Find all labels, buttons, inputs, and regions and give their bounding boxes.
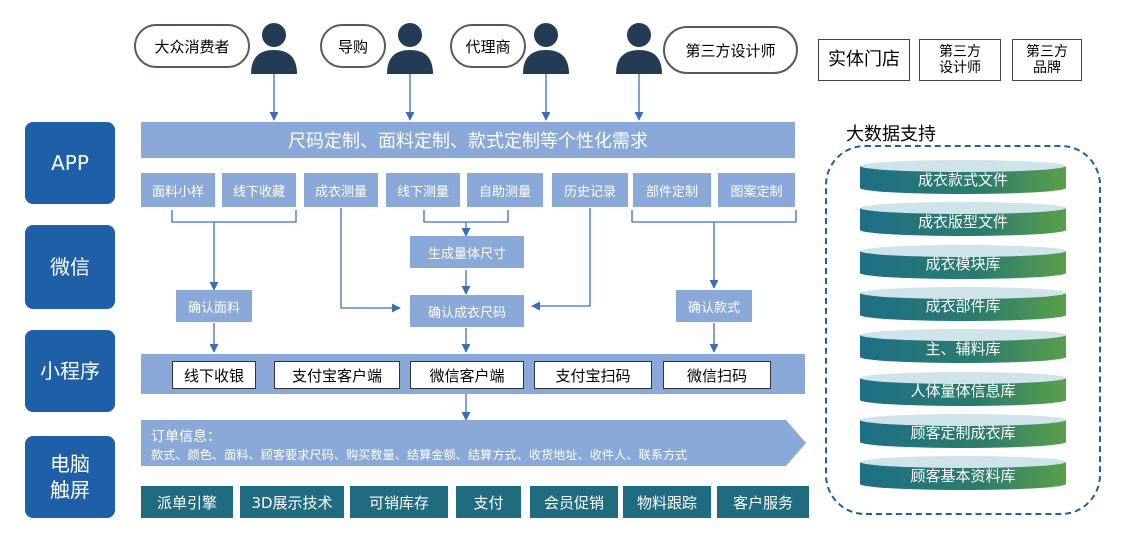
- partner-third-party-designer: 第三方 设计师: [919, 39, 1001, 81]
- role-guide: 导购: [320, 24, 386, 68]
- person-icon: [523, 23, 569, 74]
- person-icon: [387, 23, 433, 74]
- cylinder-shape: [860, 456, 1066, 491]
- database-label: 主、辅料库: [925, 339, 1001, 358]
- cylinder-shape: [860, 244, 1066, 279]
- order-info-band: 订单信息： 款式、颜色、面料、顾客要求尺码、购买数量、结算金额、结算方式、收货地…: [141, 420, 806, 466]
- database-cylinder: 顾客基本资料库: [860, 456, 1066, 491]
- database-cylinder: 顾客定制成衣库: [860, 413, 1066, 448]
- cylinder-shape: [860, 413, 1066, 448]
- partner-physical-store: 实体门店: [818, 39, 910, 81]
- feature-garment-measure: 成衣测量: [304, 173, 378, 207]
- role-designer: 第三方设计师: [663, 26, 798, 74]
- database-label: 顾客定制成衣库: [910, 424, 1016, 443]
- database-cylinder: 人体量体信息库: [860, 371, 1066, 406]
- cylinder-shape: [860, 160, 1066, 194]
- arrow-history: [531, 208, 591, 311]
- partner-third-party-brand: 第三方 品牌: [1012, 39, 1082, 81]
- role-agent: 代理商: [450, 24, 526, 68]
- channel-wechat: 微信: [25, 225, 115, 309]
- service-dispatch-engine: 派单引擎: [141, 486, 233, 518]
- step-confirm-fabric: 确认面料: [176, 290, 252, 322]
- feature-offline-favorites: 线下收藏: [222, 173, 296, 207]
- service-member-promo: 会员促销: [530, 486, 618, 518]
- database-cylinder: 成衣部件库: [860, 286, 1066, 321]
- service-material-tracking: 物料跟踪: [623, 486, 711, 518]
- cylinder-shape: [860, 329, 1066, 364]
- feature-offline-measure: 线下测量: [386, 173, 460, 207]
- database-cylinder: 成衣款式文件: [860, 160, 1066, 194]
- channel-pc-touch: 电脑 触屏: [25, 436, 115, 518]
- database-label: 成衣款式文件: [917, 170, 1008, 189]
- database-label: 顾客基本资料库: [910, 466, 1016, 485]
- payment-wechat-scan: 微信扫码: [663, 361, 771, 389]
- payment-offline-cashier: 线下收银: [172, 361, 256, 389]
- payment-alipay-scan: 支付宝扫码: [534, 361, 652, 389]
- channel-mini-program: 小程序: [25, 330, 115, 412]
- service-available-stock: 可销库存: [350, 486, 448, 518]
- step-confirm-size: 确认成衣尺码: [410, 295, 524, 327]
- database-cylinder: 主、辅料库: [860, 329, 1066, 364]
- payment-alipay-client: 支付宝客户端: [274, 361, 400, 389]
- database-label: 成衣部件库: [925, 297, 1001, 316]
- database-stack: 成衣款式文件成衣版型文件成衣模块库成衣部件库主、辅料库人体量体信息库顾客定制成衣…: [860, 160, 1066, 500]
- feature-fabric-sample: 面料小样: [141, 173, 215, 207]
- order-title: 订单信息：: [151, 429, 221, 445]
- service-3d-display: 3D展示技术: [240, 486, 344, 518]
- order-fields: 款式、颜色、面料、顾客要求尺码、购买数量、结算金额、结算方式、收货地址、收件人、…: [151, 448, 688, 462]
- channel-app: APP: [25, 122, 115, 204]
- database-label: 成衣版型文件: [917, 212, 1008, 231]
- feature-pattern-custom: 图案定制: [718, 173, 795, 207]
- big-data-container: [825, 145, 1101, 515]
- step-confirm-style: 确认款式: [676, 290, 752, 322]
- payment-wechat-client: 微信客户端: [410, 361, 524, 389]
- arrow-garment-measure: [340, 208, 401, 313]
- cylinder-shape: [860, 202, 1066, 237]
- database-cylinder: 成衣版型文件: [860, 202, 1066, 237]
- database-cylinder: 成衣模块库: [860, 244, 1066, 279]
- cylinder-shape: [860, 371, 1066, 406]
- bracket-fabric: [171, 210, 297, 223]
- service-payment: 支付: [456, 486, 521, 518]
- feature-part-custom: 部件定制: [633, 173, 711, 207]
- person-icon: [616, 23, 662, 74]
- requirement-band: 尺码定制、面料定制、款式定制等个性化需求: [141, 122, 795, 158]
- service-customer-service: 客户服务: [717, 486, 809, 518]
- big-data-title: 大数据支持: [846, 124, 936, 145]
- feature-self-measure: 自助测量: [467, 173, 543, 207]
- step-generate-size: 生成量体尺寸: [410, 236, 524, 268]
- feature-history: 历史记录: [552, 173, 628, 207]
- cylinder-shape: [860, 286, 1066, 321]
- database-label: 人体量体信息库: [910, 382, 1016, 400]
- person-icon: [251, 23, 297, 74]
- bracket-measure: [423, 210, 509, 223]
- bracket-style: [631, 210, 797, 223]
- database-label: 成衣模块库: [925, 255, 1001, 274]
- role-consumer: 大众消费者: [134, 24, 250, 68]
